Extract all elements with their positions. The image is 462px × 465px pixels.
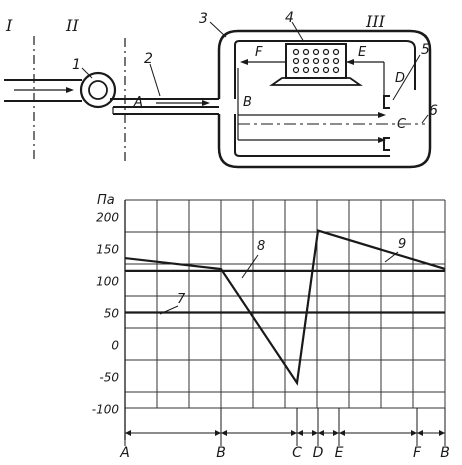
leader-6 [421,114,429,124]
dimension-arrow [215,430,221,436]
label-roman-iii: III [365,12,386,31]
nozzle-lower [383,137,390,151]
chart-lines: 9 8 7 [124,229,446,386]
leader-5 [392,54,421,101]
y-tick-label: 0 [111,339,119,353]
series-9-label: 9 [398,237,406,252]
inlet-flow-arrowhead [66,87,74,93]
label-roman-i: I [5,16,13,35]
series-8-leader [241,254,259,279]
leader-2 [149,63,161,97]
dimension-line [124,408,446,446]
dimension-arrow [291,430,297,436]
flow-f-arrowhead [240,59,248,65]
duct-flow-arrowhead [202,100,210,106]
chamber-lower-inner-wall [234,114,390,157]
y-tick-label: -100 [92,403,120,417]
label-point-d: D [395,71,405,86]
y-tick-labels: 200 150 100 50 0 -50 -100 [92,211,120,417]
series-7-label: 7 [177,292,186,307]
label-point-e: E [358,45,367,60]
leader-3 [209,21,227,38]
dimension-arrow [411,430,417,436]
dimension-arrow [333,430,339,436]
chamber-outer-wall [217,29,432,169]
label-point-c: C [397,117,407,132]
x-point-label: B [216,445,226,461]
dimension-arrow [417,430,423,436]
y-tick-label: 200 [96,211,119,225]
series-9-leader [384,251,399,263]
x-point-label: C [292,445,302,461]
label-point-b: B [243,95,252,110]
y-tick-label: 100 [96,275,119,289]
label-part-4: 4 [285,10,294,26]
schematic: I II III 1 2 3 4 5 6 A B C D E F [4,10,438,169]
dimension-arrow [439,430,445,436]
series-8-label: 8 [257,239,265,254]
dimension-arrow [318,430,324,436]
x-point-label: F [413,445,422,461]
leader-1 [81,67,93,79]
label-part-5: 5 [421,42,430,58]
x-point-label: D [313,445,324,461]
fan-impeller [88,80,108,100]
x-point-label: A [119,445,130,461]
dimension-arrow [312,430,318,436]
dimension-arrow [125,430,131,436]
chamber-inner-wall [234,40,416,99]
y-tick-label: 50 [104,307,120,321]
dimension-arrow [297,430,303,436]
series-7-leader [159,305,179,315]
x-point-label: E [335,445,344,461]
label-part-6: 6 [429,103,438,119]
fan-housing [79,71,117,109]
label-roman-ii: II [65,16,79,35]
flow-lower-arrowhead [378,137,386,143]
label-point-f: F [255,45,263,60]
dimension-arrow [339,430,345,436]
leader-4 [291,21,305,43]
heater-base [269,77,363,86]
label-part-1: 1 [72,57,81,73]
label-point-a: A [133,95,143,110]
dimension-arrow [221,430,227,436]
nozzle-upper [383,95,390,109]
y-tick-label: 150 [96,243,119,257]
y-axis-unit: Па [97,193,115,208]
label-part-2: 2 [144,51,153,67]
label-part-3: 3 [199,11,208,27]
heater-tubes [292,48,340,74]
chart-grid [124,199,446,440]
flow-c-arrowhead [378,112,386,118]
y-tick-label: -50 [99,371,119,385]
x-point-label: B [440,445,450,461]
flow-e-arrowhead [346,59,354,65]
